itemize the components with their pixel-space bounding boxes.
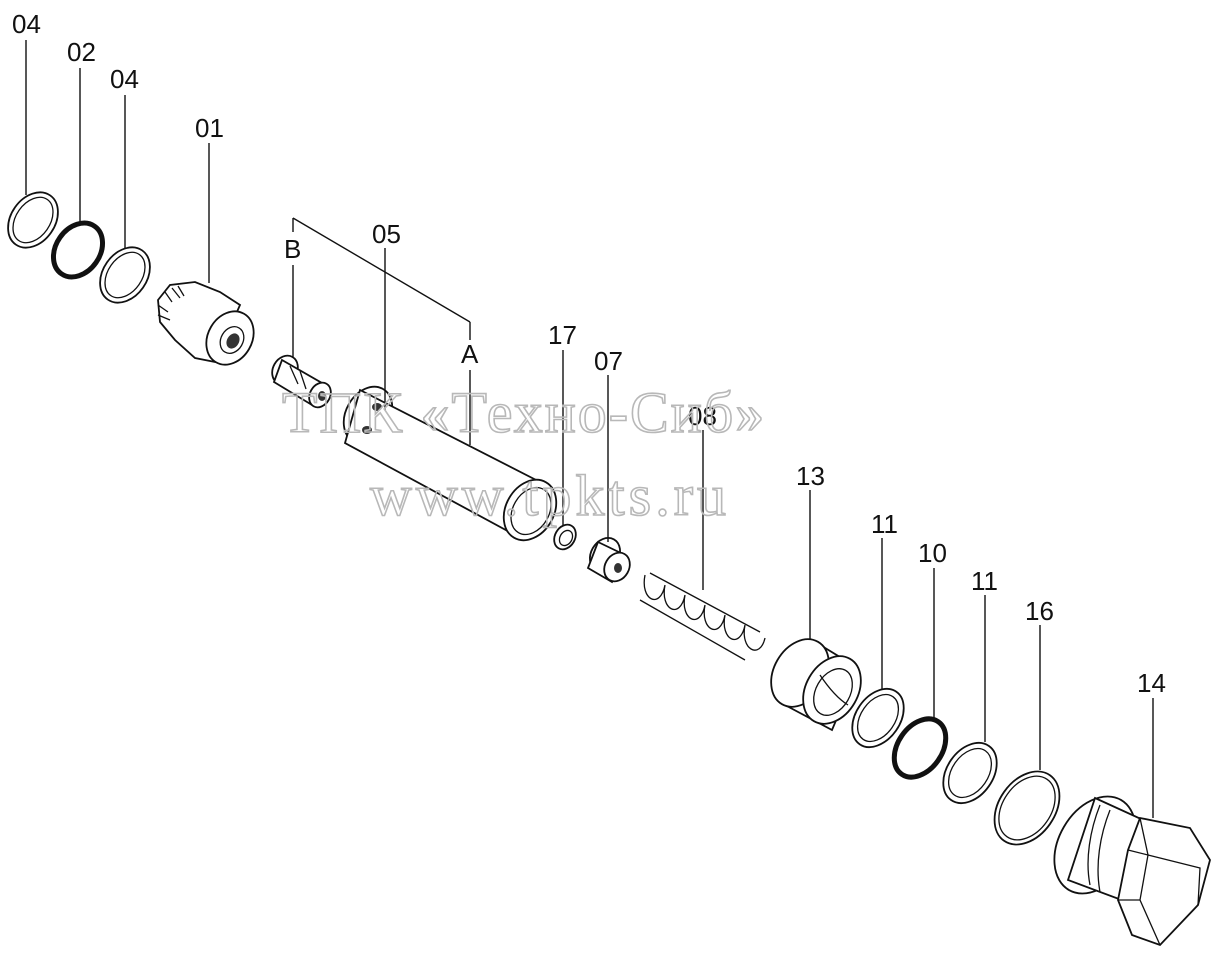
ring-11-b <box>942 742 998 804</box>
label-16: 16 <box>1025 596 1054 626</box>
ring-04-left <box>7 191 59 249</box>
label-13: 13 <box>796 461 825 491</box>
washer-16 <box>993 770 1061 846</box>
leader-lines <box>25 40 1154 818</box>
label-10: 10 <box>918 538 947 568</box>
oring-02 <box>50 220 106 280</box>
label-05: 05 <box>372 219 401 249</box>
sleeve-05 <box>342 385 558 542</box>
label-11-b: 11 <box>971 566 998 596</box>
label-01: 01 <box>195 113 224 143</box>
label-11-a: 11 <box>871 509 898 539</box>
label-b: B <box>284 234 301 264</box>
spring-08 <box>639 572 766 661</box>
ring-04-right <box>99 246 151 304</box>
label-04-right: 04 <box>110 64 139 94</box>
watermark-company: ТПК «Техно-Сиб» <box>282 380 766 445</box>
ring-11-a <box>851 688 905 748</box>
label-14: 14 <box>1137 668 1166 698</box>
poppet-b <box>271 354 332 409</box>
ring-17 <box>553 523 577 551</box>
oring-10 <box>891 716 949 780</box>
label-08: 08 <box>688 401 717 431</box>
spring-seat-07 <box>586 537 631 584</box>
label-a: A <box>461 339 479 369</box>
label-02: 02 <box>67 37 96 67</box>
valve-seat-01 <box>157 281 255 366</box>
label-07: 07 <box>594 346 623 376</box>
label-17: 17 <box>548 320 577 350</box>
bushing-13 <box>770 638 862 732</box>
watermark-website: www.tpkts.ru <box>370 463 730 528</box>
plug-14 <box>1053 795 1211 947</box>
label-04-left: 04 <box>12 9 41 39</box>
